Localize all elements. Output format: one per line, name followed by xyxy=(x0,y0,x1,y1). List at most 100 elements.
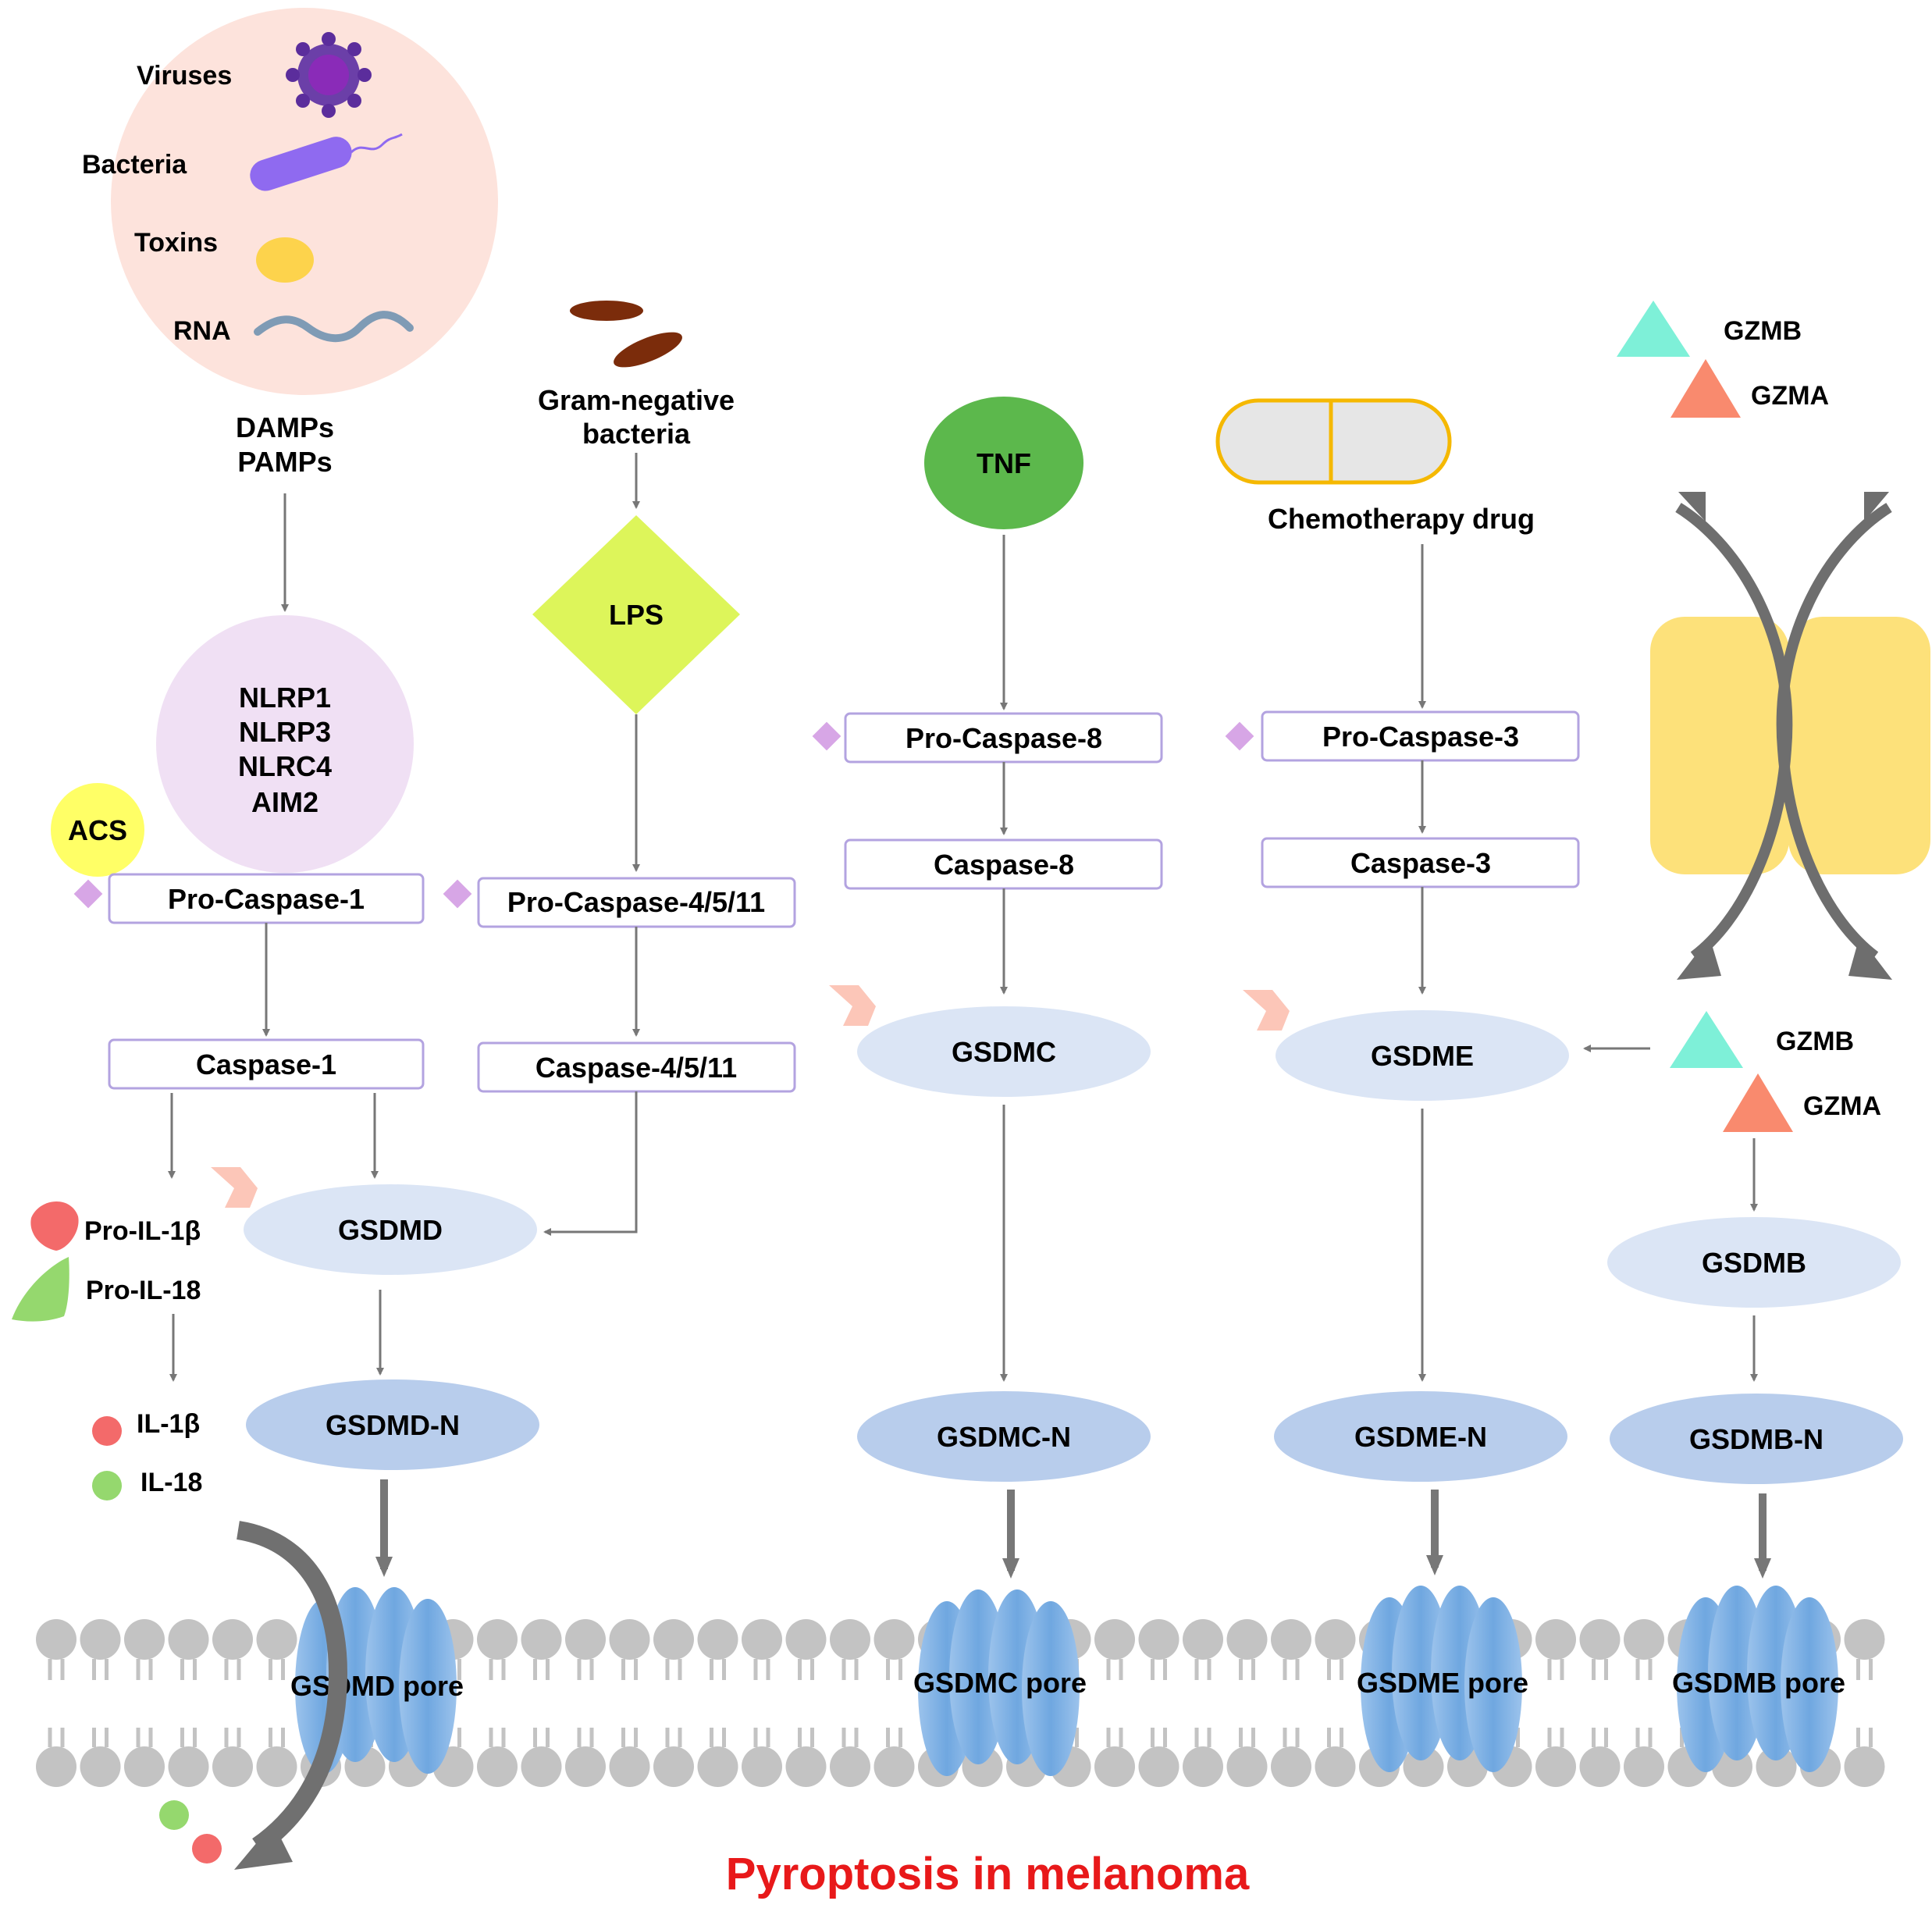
lipid-head xyxy=(873,1746,915,1787)
diagram-title: Pyroptosis in melanoma xyxy=(726,1849,1250,1899)
inflammasome-nlrp3: NLRP3 xyxy=(239,716,331,748)
inflammasome-nlrp1: NLRP1 xyxy=(239,682,331,714)
lipid-head xyxy=(521,1746,562,1787)
lipid-head xyxy=(80,1619,121,1660)
lipid-head xyxy=(477,1619,518,1660)
lipid-head xyxy=(36,1746,76,1787)
arrow-caspase-4511-to-gsdmd xyxy=(543,1091,638,1236)
il1b-dot-icon xyxy=(92,1416,122,1446)
gram-negative-bacteria-icon xyxy=(570,301,682,368)
gzma-label-bottom: GZMA xyxy=(1803,1091,1881,1121)
gzma-triangle-icon-top xyxy=(1670,359,1741,418)
pro-caspase-8-label: Pro-Caspase-8 xyxy=(906,722,1102,754)
gsdmc-pore-label: GSDMC pore xyxy=(913,1667,1087,1699)
gsdme-pore xyxy=(1361,1586,1522,1772)
caspase-1-label: Caspase-1 xyxy=(196,1048,336,1080)
pamps-label: PAMPs xyxy=(237,446,332,478)
acs-label: ACS xyxy=(68,814,127,846)
gsdmb-pore-label: GSDMB pore xyxy=(1672,1667,1845,1699)
lipid-head xyxy=(1226,1746,1268,1787)
lipid-head xyxy=(256,1619,297,1660)
pro-caspase-4511-label: Pro-Caspase-4/5/11 xyxy=(507,886,765,918)
lipid-head xyxy=(1138,1746,1179,1787)
pro-il1b-icon xyxy=(30,1201,79,1251)
lipid-head xyxy=(697,1619,738,1660)
lipid-head xyxy=(873,1619,915,1660)
lipid-head xyxy=(1094,1746,1135,1787)
gsdmd-n-ellipse xyxy=(246,1379,539,1470)
lipid-head xyxy=(1094,1619,1135,1660)
pro-caspase-8-diamond-icon xyxy=(812,721,841,751)
lipid-head xyxy=(212,1746,253,1787)
lipid-head xyxy=(256,1746,297,1787)
lipid-head xyxy=(1756,1746,1797,1787)
pro-caspase-1-diamond-icon xyxy=(73,879,103,909)
lps-diamond xyxy=(532,515,740,714)
gsdmb-label: GSDMB xyxy=(1702,1247,1806,1279)
lipid-head xyxy=(1579,1619,1621,1660)
gsdmc-label: GSDMC xyxy=(952,1036,1056,1068)
gsdmd-label: GSDMD xyxy=(338,1214,443,1246)
gsdme-n-ellipse xyxy=(1274,1391,1567,1482)
bacteria-label: Bacteria xyxy=(82,150,187,180)
lipid-head xyxy=(609,1746,650,1787)
lipid-head xyxy=(168,1619,209,1660)
pro-il1b-label: Pro-IL-1β xyxy=(84,1216,201,1246)
gsdmc-ellipse xyxy=(857,1006,1151,1097)
inflammasome-aim2: AIM2 xyxy=(251,786,318,818)
lipid-head xyxy=(830,1746,870,1787)
gzma-label-top: GZMA xyxy=(1751,381,1829,411)
gsdmd-ellipse xyxy=(244,1184,537,1275)
inflammasome-circle xyxy=(156,615,414,873)
pro-caspase-3-box xyxy=(1261,710,1580,762)
lipid-head xyxy=(521,1619,562,1660)
pro-caspase-3-label: Pro-Caspase-3 xyxy=(1322,721,1519,753)
damps-label: DAMPs xyxy=(236,411,334,443)
gsdmb-n-ellipse xyxy=(1610,1394,1903,1484)
acs-circle xyxy=(51,783,144,877)
lipid-head xyxy=(36,1619,76,1660)
caspase-1-box xyxy=(108,1038,425,1090)
lipid-head xyxy=(830,1619,870,1660)
gzma-triangle-icon-bottom xyxy=(1723,1073,1793,1132)
inflammasome-nlrc4: NLRC4 xyxy=(238,750,332,782)
bacteria-icon xyxy=(250,133,403,191)
caspase-8-label: Caspase-8 xyxy=(934,849,1074,881)
rna-icon xyxy=(254,311,414,343)
virus-icon xyxy=(286,32,372,118)
lipid-head xyxy=(697,1746,738,1787)
rna-label: RNA xyxy=(173,316,231,346)
lipid-head xyxy=(742,1619,782,1660)
lipid-head xyxy=(742,1746,782,1787)
pro-caspase-1-label: Pro-Caspase-1 xyxy=(168,883,365,915)
lipid-head xyxy=(1315,1619,1356,1660)
lipid-head xyxy=(653,1746,694,1787)
lipid-head xyxy=(1271,1619,1311,1660)
gsdme-ellipse xyxy=(1276,1010,1569,1101)
pro-il18-icon xyxy=(12,1257,69,1322)
lipid-head xyxy=(565,1619,606,1660)
chemotherapy-capsule-icon xyxy=(1215,398,1452,485)
lipid-head xyxy=(1271,1746,1311,1787)
lipid-head xyxy=(1624,1619,1664,1660)
toxins-label: Toxins xyxy=(134,228,218,258)
gzmb-label-top: GZMB xyxy=(1724,316,1802,346)
lipid-head xyxy=(1844,1746,1885,1787)
perforin-channel-icon xyxy=(1650,492,1930,980)
gsdme-label: GSDME xyxy=(1371,1040,1474,1072)
viruses-label: Viruses xyxy=(137,61,232,91)
toxin-icon xyxy=(256,237,314,283)
tnf-label: TNF xyxy=(977,447,1031,479)
lipid-head xyxy=(1844,1619,1885,1660)
lipid-head xyxy=(1624,1746,1664,1787)
gsdme-pore-label: GSDME pore xyxy=(1357,1667,1528,1699)
lipid-head xyxy=(1535,1619,1576,1660)
released-il1b-dot-icon xyxy=(192,1834,222,1864)
pro-caspase-4511-diamond-icon xyxy=(443,879,472,909)
lipid-head xyxy=(565,1746,606,1787)
pathogen-group: Viruses Bacteria Toxins RNA xyxy=(82,8,498,395)
gsdmb-ellipse xyxy=(1607,1217,1901,1308)
lipid-head xyxy=(1579,1746,1621,1787)
gsdmd-n-label: GSDMD-N xyxy=(326,1409,460,1441)
